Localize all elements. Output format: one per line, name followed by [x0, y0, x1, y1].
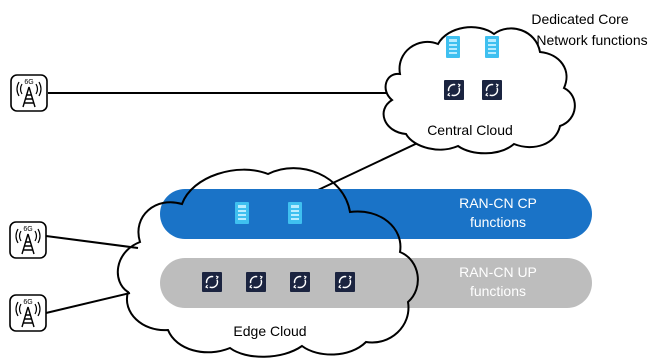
link-bottom-antenna-edge-cloud — [45, 292, 131, 314]
central-cloud-label: Central Cloud — [427, 122, 513, 138]
antenna-middle-badge: 6G — [23, 226, 32, 233]
central-cloud-shape — [382, 26, 576, 155]
core-caption-line-2: Network functions — [536, 32, 647, 48]
core-cp-function-icon-1 — [446, 36, 460, 58]
link-mid-antenna-edge-cloud — [45, 235, 139, 249]
cp-band-label-line-2: functions — [470, 214, 526, 230]
up-band-label-line-1: RAN-CN UP — [459, 264, 537, 280]
antenna-middle-icon: 6G — [9, 221, 47, 259]
core-cp-function-icon-2 — [485, 36, 499, 58]
antenna-bottom-icon: 6G — [9, 294, 47, 332]
edge-up-function-icon-1 — [201, 271, 223, 293]
core-caption-line-1: Dedicated Core — [531, 11, 628, 27]
antenna-bottom-badge: 6G — [23, 299, 32, 306]
edge-cloud-shape — [116, 167, 419, 358]
edge-up-function-icon-3 — [289, 271, 311, 293]
antenna-top-badge: 6G — [24, 79, 33, 86]
core-up-function-icon-1 — [443, 79, 465, 101]
edge-cp-function-icon-1 — [235, 202, 249, 224]
core-up-function-icon-2 — [481, 79, 503, 101]
edge-up-function-icon-4 — [334, 271, 356, 293]
edge-cp-function-icon-2 — [288, 202, 302, 224]
antenna-top-icon: 6G — [10, 74, 48, 112]
edge-up-function-icon-2 — [245, 271, 267, 293]
link-central-edge-cloud — [317, 139, 425, 191]
cp-band-label-line-1: RAN-CN CP — [459, 195, 537, 211]
up-functions-band — [160, 258, 592, 308]
up-band-label-line-2: functions — [470, 283, 526, 299]
edge-cloud-label: Edge Cloud — [233, 323, 306, 339]
